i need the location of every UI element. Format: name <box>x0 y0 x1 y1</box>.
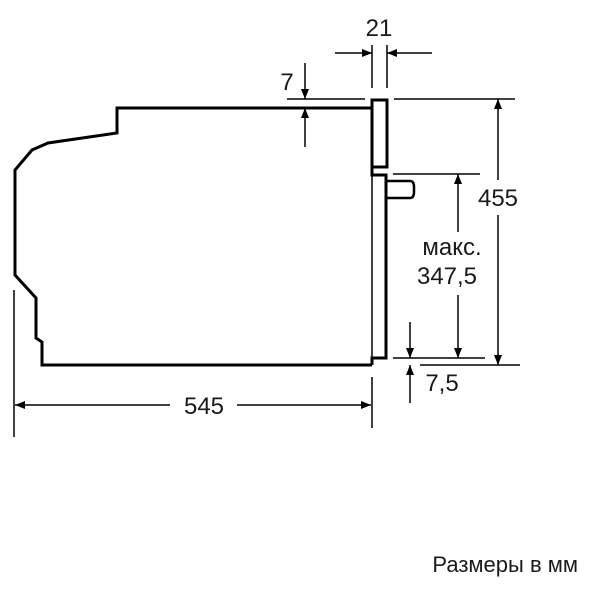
dim-door-thickness: 21 <box>366 15 393 42</box>
dim-top-offset: 7 <box>280 69 293 96</box>
dim-max-label: макс. <box>422 234 481 261</box>
dim-total-height: 455 <box>478 185 518 212</box>
door-handle <box>386 179 416 200</box>
door-upper-panel <box>370 98 389 169</box>
oven-body-outline <box>13 106 372 367</box>
dim-bottom-offset: 7,5 <box>425 370 458 397</box>
door-lower-panel <box>370 167 388 365</box>
dim-depth: 545 <box>184 393 224 420</box>
dim-max-height: 347,5 <box>417 263 477 290</box>
units-caption: Размеры в мм <box>432 552 578 577</box>
